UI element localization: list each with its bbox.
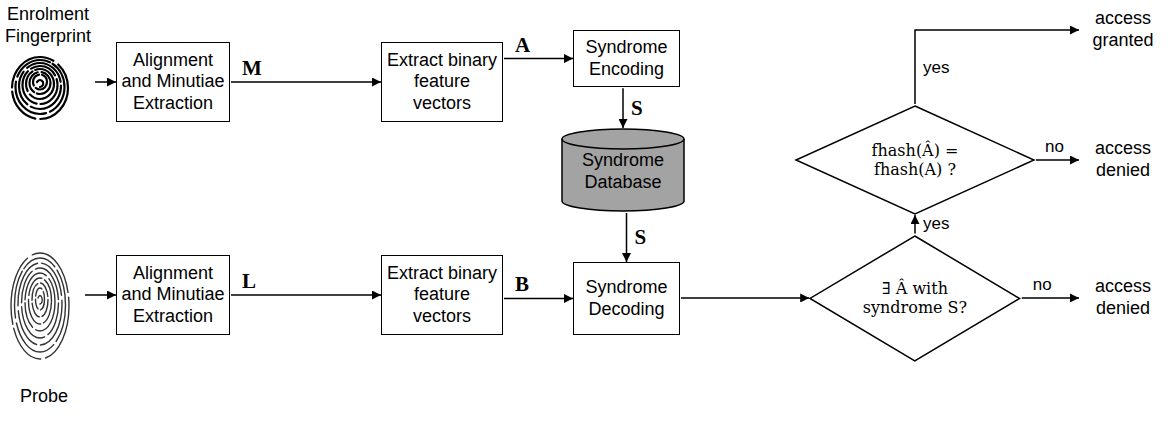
fingerprint-image bbox=[11, 253, 69, 359]
arrow-connector bbox=[626, 213, 628, 262]
signal-label: S bbox=[630, 97, 644, 120]
diamond-outline bbox=[796, 106, 1034, 214]
node-text: Extract binary feature vectors bbox=[385, 50, 499, 115]
node-text: Probe bbox=[20, 386, 68, 408]
drawing-part bbox=[32, 283, 48, 317]
arrow-connector bbox=[504, 298, 573, 300]
arrow-connector bbox=[231, 294, 381, 296]
signal-label: M bbox=[241, 57, 263, 80]
node-text: fhash(Â) = fhash(A) ? bbox=[856, 141, 974, 179]
cylinder-rim bbox=[562, 139, 684, 149]
outcome-label: access denied bbox=[1084, 276, 1162, 319]
diamond-outline bbox=[810, 236, 1020, 361]
leader-arrow bbox=[1036, 159, 1079, 161]
database-cylinder: Syndrome Database bbox=[561, 128, 685, 212]
drawing-part bbox=[19, 63, 61, 109]
cylinder-body bbox=[562, 129, 684, 211]
drawing-part bbox=[15, 258, 66, 352]
node-text: Extract binary feature vectors bbox=[385, 263, 499, 328]
arrow-connector bbox=[681, 297, 809, 299]
outcome-label: access granted bbox=[1084, 8, 1162, 51]
fingerprint-node: Probe bbox=[4, 236, 84, 408]
fingerprint-image bbox=[12, 57, 68, 119]
node-text: Enrolment Fingerprint bbox=[2, 4, 94, 47]
leader-arrow bbox=[915, 30, 1079, 104]
drawing-part bbox=[29, 278, 52, 324]
outcome-label: access denied bbox=[1084, 138, 1162, 181]
arrow-connector bbox=[504, 58, 573, 60]
drawing-part bbox=[37, 80, 43, 87]
process-box: Extract binary feature vectors bbox=[381, 255, 503, 335]
process-box: Alignment and Minutiae Extraction bbox=[116, 42, 230, 122]
drawing-part bbox=[22, 268, 59, 338]
signal-label: B bbox=[514, 273, 530, 296]
process-box: Alignment and Minutiae Extraction bbox=[116, 255, 230, 335]
process-box: Syndrome Encoding bbox=[573, 30, 680, 87]
branch-label: yes bbox=[922, 214, 950, 234]
decision-diamond: ∃ Â with syndrome S? bbox=[809, 235, 1021, 362]
signal-label: S bbox=[634, 226, 648, 249]
arrow-connector bbox=[914, 215, 916, 234]
arrow-connector bbox=[95, 81, 116, 83]
drawing-part bbox=[25, 273, 55, 331]
node-text: Syndrome Database bbox=[561, 150, 685, 193]
branch-label: no bbox=[1033, 275, 1052, 295]
signal-label: L bbox=[241, 270, 257, 293]
arrow-connector bbox=[85, 294, 116, 296]
drawing-part bbox=[33, 75, 47, 90]
branch-label: yes bbox=[923, 58, 949, 78]
leader-arrow bbox=[1022, 297, 1079, 299]
drawing-part bbox=[26, 69, 54, 99]
process-box: Syndrome Decoding bbox=[573, 262, 680, 335]
process-box: Extract binary feature vectors bbox=[381, 42, 503, 122]
fingerprint-node: Enrolment Fingerprint bbox=[2, 4, 94, 120]
node-text: Alignment and Minutiae Extraction bbox=[120, 263, 226, 328]
drawing-part bbox=[18, 263, 62, 345]
drawing-part bbox=[11, 253, 69, 359]
drawing-part bbox=[23, 66, 58, 104]
drawing-part bbox=[30, 72, 51, 94]
decision-diamond: fhash(Â) = fhash(A) ? bbox=[795, 105, 1035, 215]
node-text: Syndrome Decoding bbox=[577, 277, 676, 320]
arrow-connector bbox=[622, 88, 624, 128]
node-text: ∃ Â with syndrome S? bbox=[856, 279, 974, 317]
drawing-part bbox=[38, 296, 42, 305]
node-text: Syndrome Encoding bbox=[577, 37, 676, 80]
drawing-part bbox=[16, 60, 65, 114]
drawing-part bbox=[12, 57, 68, 119]
branch-label: no bbox=[1045, 137, 1064, 157]
signal-label: A bbox=[514, 34, 531, 57]
drawing-part bbox=[36, 288, 45, 310]
node-text: Alignment and Minutiae Extraction bbox=[120, 50, 226, 115]
arrow-connector bbox=[231, 81, 381, 83]
